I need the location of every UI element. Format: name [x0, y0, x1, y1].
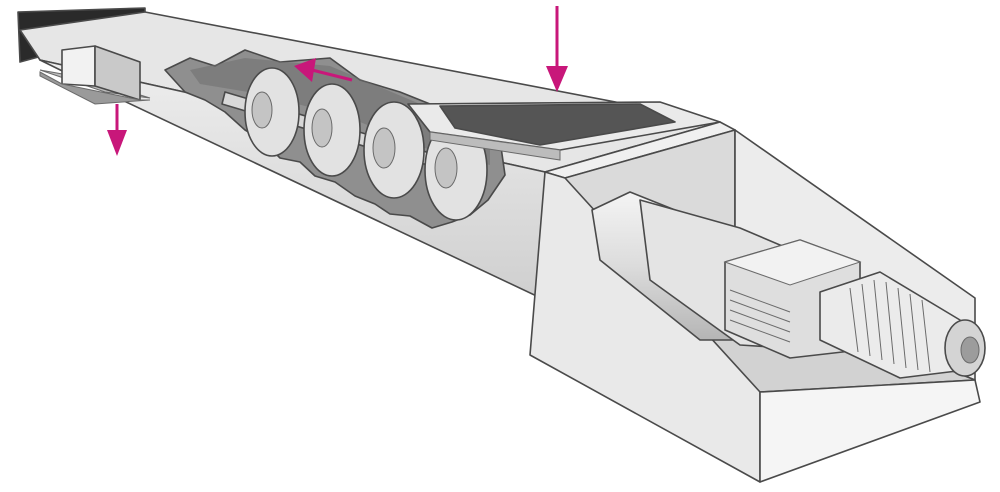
arrow-down-icon [107, 104, 127, 156]
motor-end-hub [960, 336, 980, 364]
gear-motor [591, 191, 986, 379]
drive-housing-front-base [759, 379, 981, 483]
arrow-down-icon [546, 6, 568, 92]
inlet-hopper [407, 101, 721, 161]
arrow-left-icon [294, 58, 353, 82]
discharge-outlet [39, 45, 151, 105]
screw-flight [303, 83, 361, 177]
hopper-lip [429, 131, 561, 161]
screw-flight [363, 101, 425, 199]
flow-arrows [107, 6, 568, 156]
outlet-bottom-flange [39, 71, 151, 105]
motor-ribs [729, 289, 791, 343]
hopper-opening [439, 103, 676, 146]
screw-flight [244, 67, 300, 157]
outlet-top [61, 45, 96, 87]
motor-gearbox-top [723, 239, 862, 286]
motor-fins [849, 279, 931, 373]
